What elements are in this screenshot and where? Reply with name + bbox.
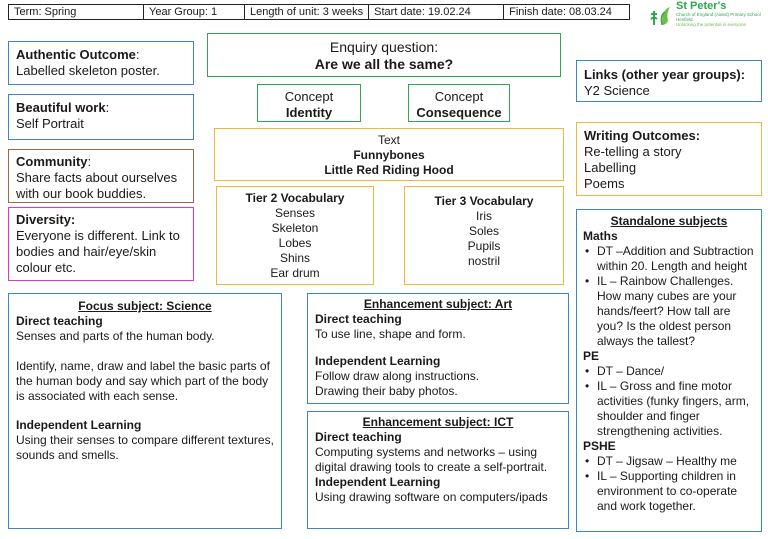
tier3-title: Tier 3 Vocabulary bbox=[434, 194, 534, 208]
links-title: Links (other year groups): bbox=[584, 67, 746, 82]
logo-location: Henfield bbox=[676, 17, 693, 22]
links-text: Y2 Science bbox=[584, 83, 650, 98]
focus-identify-text: Identify, name, draw and label the basic… bbox=[16, 359, 270, 403]
standalone-title: Standalone subjects bbox=[610, 214, 728, 228]
diversity-box: Diversity: Everyone is different. Link t… bbox=[8, 207, 194, 281]
vocab-item: Iris bbox=[476, 209, 492, 223]
term-cell: Term: Spring bbox=[8, 4, 144, 20]
concept-label: Concept bbox=[284, 89, 334, 104]
pe-item: IL – Gross and fine motor activities (fu… bbox=[583, 379, 755, 439]
art-independent-heading: Independent Learning bbox=[315, 354, 441, 368]
art-direct-heading: Direct teaching bbox=[315, 312, 402, 326]
ict-direct-heading: Direct teaching bbox=[315, 430, 402, 444]
concept-label: Concept bbox=[434, 89, 484, 104]
writing-item: Poems bbox=[584, 176, 625, 191]
logo-tagline: Unlocking the potential in everyone bbox=[676, 22, 747, 27]
vocab-item: Shins bbox=[279, 251, 311, 265]
ict-independent-text: Using drawing software on computers/ipad… bbox=[315, 490, 548, 504]
unit-header-table: Term: Spring Year Group: 1 Length of uni… bbox=[8, 4, 631, 20]
authentic-title: Authentic Outcome bbox=[16, 47, 136, 62]
text-book-1: Funnybones bbox=[353, 148, 425, 162]
community-title: Community bbox=[16, 154, 88, 169]
logo-subtitle: Church of England (Aided) Primary School bbox=[676, 12, 761, 17]
ict-subject-box: Enhancement subject: ICT Direct teaching… bbox=[307, 411, 569, 529]
finish-date-cell: Finish date: 08.03.24 bbox=[503, 4, 631, 20]
community-box: Community: Share facts about ourselves w… bbox=[8, 149, 194, 203]
vocab-item: Pupils bbox=[467, 239, 501, 253]
vocab-item: Lobes bbox=[278, 236, 312, 250]
writing-item: Labelling bbox=[584, 160, 637, 175]
pshe-heading: PSHE bbox=[583, 439, 616, 453]
art-independent-text-1: Follow draw along instructions. bbox=[315, 369, 480, 383]
diversity-title: Diversity: bbox=[16, 212, 76, 227]
enquiry-question-box: Enquiry question: Are we all the same? bbox=[207, 33, 561, 77]
school-logo: St Peter's Church of England (Aided) Pri… bbox=[646, 0, 766, 32]
focus-direct-heading: Direct teaching bbox=[16, 314, 103, 328]
text-book-2: Little Red Riding Hood bbox=[324, 163, 454, 177]
start-date-cell: Start date: 19.02.24 bbox=[368, 4, 505, 20]
tier2-title: Tier 2 Vocabulary bbox=[245, 191, 345, 205]
vocab-item: Skeleton bbox=[271, 221, 319, 235]
enquiry-label: Enquiry question: bbox=[329, 39, 439, 55]
concept-identity: Identity bbox=[285, 105, 333, 120]
maths-heading: Maths bbox=[583, 229, 618, 243]
beautiful-text: Self Portrait bbox=[16, 116, 84, 131]
focus-independent-text: Using their senses to compare different … bbox=[16, 433, 274, 462]
enquiry-question: Are we all the same? bbox=[314, 56, 454, 72]
authentic-text: Labelled skeleton poster. bbox=[16, 63, 160, 78]
focus-direct-text: Senses and parts of the human body. bbox=[16, 329, 215, 343]
beautiful-title: Beautiful work bbox=[16, 100, 106, 115]
concept-consequence: Consequence bbox=[416, 105, 502, 120]
ict-title: Enhancement subject: ICT bbox=[362, 415, 514, 429]
art-title: Enhancement subject: Art bbox=[363, 297, 513, 311]
pe-item: DT – Dance/ bbox=[583, 364, 755, 379]
community-text: Share facts about ourselves with our boo… bbox=[16, 170, 178, 201]
year-group-cell: Year Group: 1 bbox=[143, 4, 245, 20]
art-direct-text: To use line, shape and form. bbox=[315, 327, 466, 341]
pshe-item: IL – Supporting children in environment … bbox=[583, 469, 755, 514]
vocab-item: Ear drum bbox=[270, 266, 320, 280]
concept-consequence-box: Concept Consequence bbox=[408, 84, 510, 122]
focus-independent-heading: Independent Learning bbox=[16, 418, 142, 432]
tier3-vocabulary-box: Tier 3 Vocabulary Iris Soles Pupils nost… bbox=[404, 186, 564, 285]
vocab-item: nostril bbox=[467, 254, 500, 268]
ict-independent-heading: Independent Learning bbox=[315, 475, 441, 489]
art-subject-box: Enhancement subject: Art Direct teaching… bbox=[307, 293, 569, 404]
writing-title: Writing Outcomes: bbox=[584, 128, 701, 143]
focus-subject-box: Focus subject: Science Direct teaching S… bbox=[8, 293, 282, 529]
ict-direct-text: Computing systems and networks – using d… bbox=[315, 445, 548, 474]
vocab-item: Senses bbox=[274, 206, 316, 220]
text-label: Text bbox=[377, 133, 400, 147]
pe-heading: PE bbox=[583, 349, 600, 363]
authentic-outcome-box: Authentic Outcome: Labelled skeleton pos… bbox=[8, 41, 194, 85]
diversity-text: Everyone is different. Link to bodies an… bbox=[16, 228, 180, 275]
text-box: Text Funnybones Little Red Riding Hood bbox=[214, 128, 564, 181]
concept-identity-box: Concept Identity bbox=[257, 84, 361, 122]
standalone-subjects-box: Standalone subjects Maths DT –Addition a… bbox=[576, 209, 762, 532]
links-box: Links (other year groups): Y2 Science bbox=[576, 60, 762, 102]
vocab-item: Soles bbox=[468, 224, 500, 238]
pshe-item: DT – Jigsaw – Healthy me bbox=[583, 454, 755, 469]
writing-outcomes-box: Writing Outcomes: Re-telling a story Lab… bbox=[576, 122, 762, 196]
beautiful-work-box: Beautiful work: Self Portrait bbox=[8, 94, 194, 140]
art-independent-text-2: Drawing their baby photos. bbox=[315, 384, 458, 398]
logo-school-name: St Peter's bbox=[676, 0, 727, 12]
focus-title: Focus subject: Science bbox=[78, 299, 212, 313]
writing-item: Re-telling a story bbox=[584, 144, 682, 159]
maths-item: DT –Addition and Subtraction within 20. … bbox=[583, 244, 755, 274]
tier2-vocabulary-box: Tier 2 Vocabulary Senses Skeleton Lobes … bbox=[216, 186, 374, 285]
school-logo-icon bbox=[650, 7, 670, 26]
length-cell: Length of unit: 3 weeks bbox=[243, 4, 370, 20]
maths-item: IL – Rainbow Challenges. How many cubes … bbox=[583, 274, 755, 349]
